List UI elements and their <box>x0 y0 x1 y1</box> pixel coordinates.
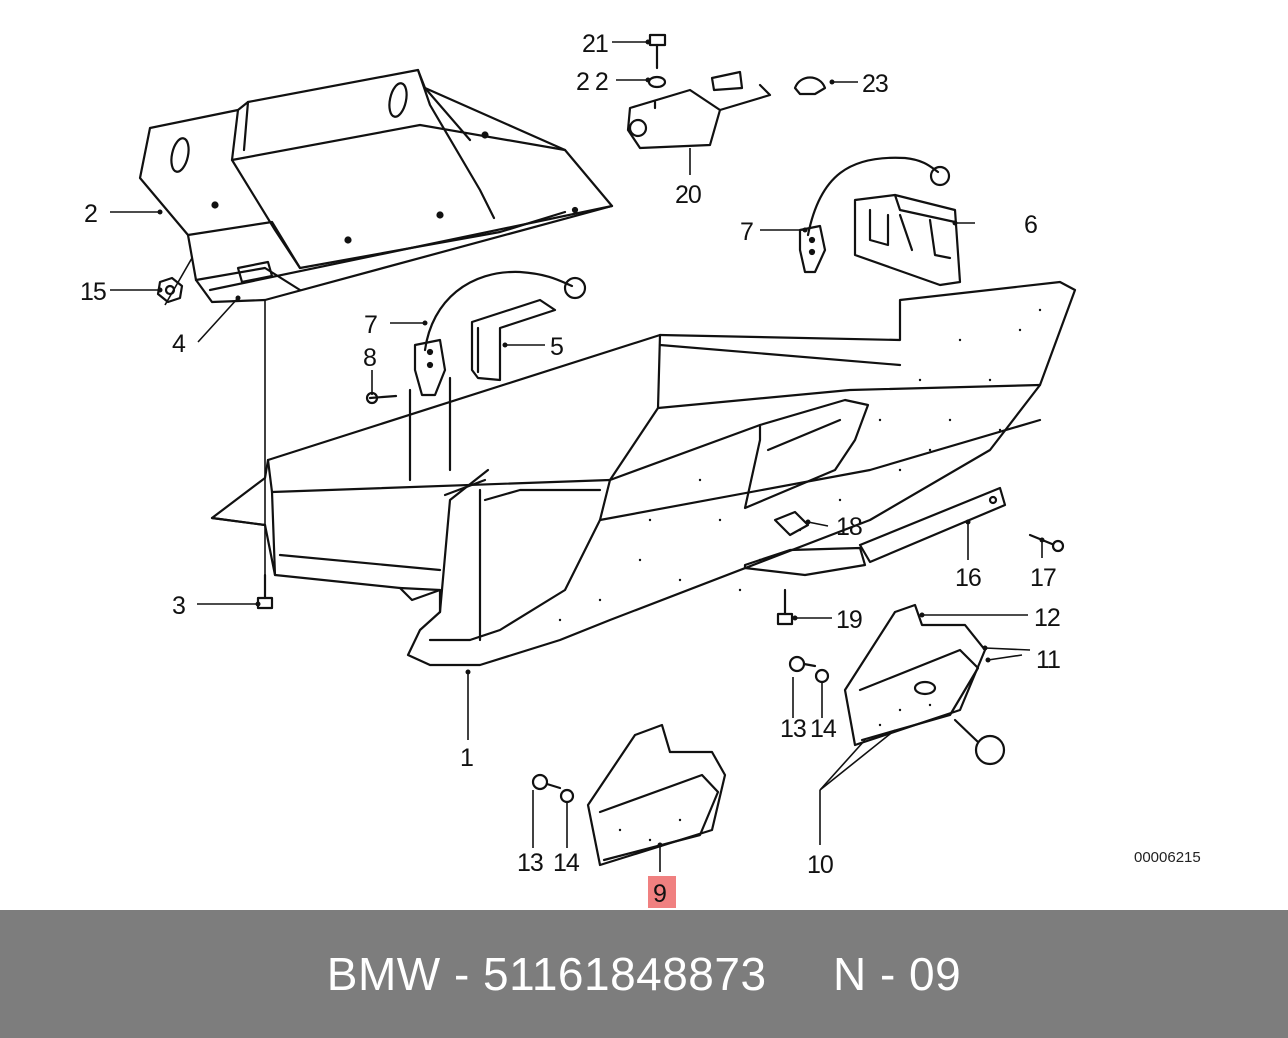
label-13-lower: 13 <box>517 849 543 877</box>
catch-bracket-6 <box>853 193 962 287</box>
label-14-upper: 14 <box>810 715 837 743</box>
latch-handle-lock-11 <box>843 603 1006 766</box>
label-14-lower: 14 <box>553 849 580 877</box>
lock-assembly-20 <box>626 70 772 150</box>
washer-14-lower <box>559 788 575 804</box>
part-number-caption: BMW - 51161848873 N - 09 <box>326 948 962 1000</box>
label-15: 15 <box>80 278 106 306</box>
screw-13-lower <box>531 773 562 791</box>
leader-dots <box>157 39 1045 848</box>
label-20: 20 <box>675 181 701 209</box>
label-13-upper: 13 <box>780 715 806 743</box>
striker-18 <box>743 510 867 577</box>
screw-19 <box>776 588 794 626</box>
latch-plate-16 <box>858 486 1007 564</box>
footer-bar: BMW - 51161848873 N - 09 <box>0 910 1288 1038</box>
parts-diagram: 21 2 2 23 20 2 7 6 15 7 4 5 8 18 16 17 3… <box>80 30 1201 908</box>
label-9: 9 <box>653 880 666 908</box>
label-4: 4 <box>172 330 186 358</box>
clip-23 <box>793 76 827 96</box>
label-5: 5 <box>550 333 563 361</box>
part-labels: 21 2 2 23 20 2 7 6 15 7 4 5 8 18 16 17 3… <box>80 30 1201 908</box>
label-10: 10 <box>807 851 833 879</box>
label-6: 6 <box>1024 211 1037 239</box>
leader-lines <box>110 41 1043 872</box>
label-7-lower: 7 <box>364 311 377 339</box>
latch-handle-9 <box>586 723 727 867</box>
bolt-21 <box>648 33 667 70</box>
label-19: 19 <box>836 606 862 634</box>
check-strap-cable-7-upper <box>798 156 951 274</box>
label-22: 2 2 <box>576 68 608 96</box>
label-21: 21 <box>582 30 608 58</box>
label-8: 8 <box>363 344 376 372</box>
bracket-5 <box>470 298 557 382</box>
highlight-box <box>648 876 676 908</box>
reference-code: 00006215 <box>1134 849 1201 866</box>
label-1: 1 <box>460 744 473 772</box>
washer-14-upper <box>814 668 830 684</box>
label-7-upper: 7 <box>740 218 753 246</box>
screw-13-upper <box>788 655 817 673</box>
check-strap-cable-7-lower <box>408 270 587 482</box>
label-23: 23 <box>862 70 888 98</box>
upper-mounting-bracket <box>138 68 614 304</box>
label-12: 12 <box>1034 604 1060 632</box>
label-17: 17 <box>1030 564 1056 592</box>
washer-22 <box>647 75 667 89</box>
glove-box-housing <box>210 280 1077 667</box>
handle-texture <box>618 703 932 842</box>
label-2: 2 <box>84 200 97 228</box>
label-16: 16 <box>955 564 981 592</box>
label-11: 11 <box>1036 646 1060 674</box>
housing-texture <box>558 308 1042 622</box>
screw-17 <box>1028 533 1065 553</box>
label-3: 3 <box>172 592 185 620</box>
label-18: 18 <box>836 513 862 541</box>
